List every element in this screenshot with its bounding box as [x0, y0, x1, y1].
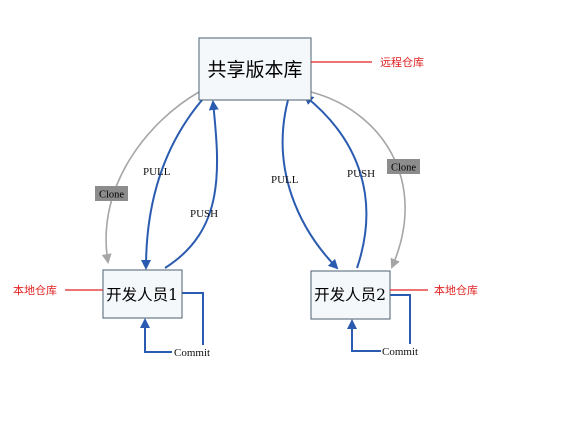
- push-label-left: PUSH: [190, 208, 218, 220]
- push-arrow-right: [303, 94, 368, 269]
- clone-arrow-right: [310, 91, 406, 269]
- pull-label-left: PULL: [143, 166, 171, 178]
- clone-label-left-text: Clone: [99, 190, 124, 201]
- remote-repo-node: 共享版本库: [198, 37, 312, 101]
- developer-2-node: 开发人员2: [310, 270, 391, 320]
- push-label-right: PUSH: [347, 168, 375, 180]
- developer-2-label: 开发人员2: [314, 286, 386, 304]
- remote-repo-label: 共享版本库: [207, 59, 302, 81]
- local-repo-annotation-right: 本地仓库: [434, 283, 478, 297]
- push-arrow-left: [164, 100, 219, 269]
- remote-repo-annotation: 远程仓库: [380, 55, 424, 69]
- clone-label-right: Clone: [387, 159, 420, 174]
- commit-label-right: Commit: [382, 346, 418, 358]
- commit-label-left: Commit: [174, 347, 210, 359]
- pull-arrow-left: [141, 99, 203, 270]
- pull-label-right: PULL: [271, 174, 299, 186]
- clone-label-right-text: Clone: [391, 163, 416, 174]
- clone-label-left: Clone: [95, 186, 128, 201]
- local-repo-annotation-left: 本地仓库: [13, 283, 57, 297]
- pull-arrow-right: [281, 99, 339, 270]
- clone-arrow-left: [101, 91, 200, 264]
- developer-1-label: 开发人员1: [106, 286, 178, 304]
- developer-1-node: 开发人员1: [102, 269, 183, 319]
